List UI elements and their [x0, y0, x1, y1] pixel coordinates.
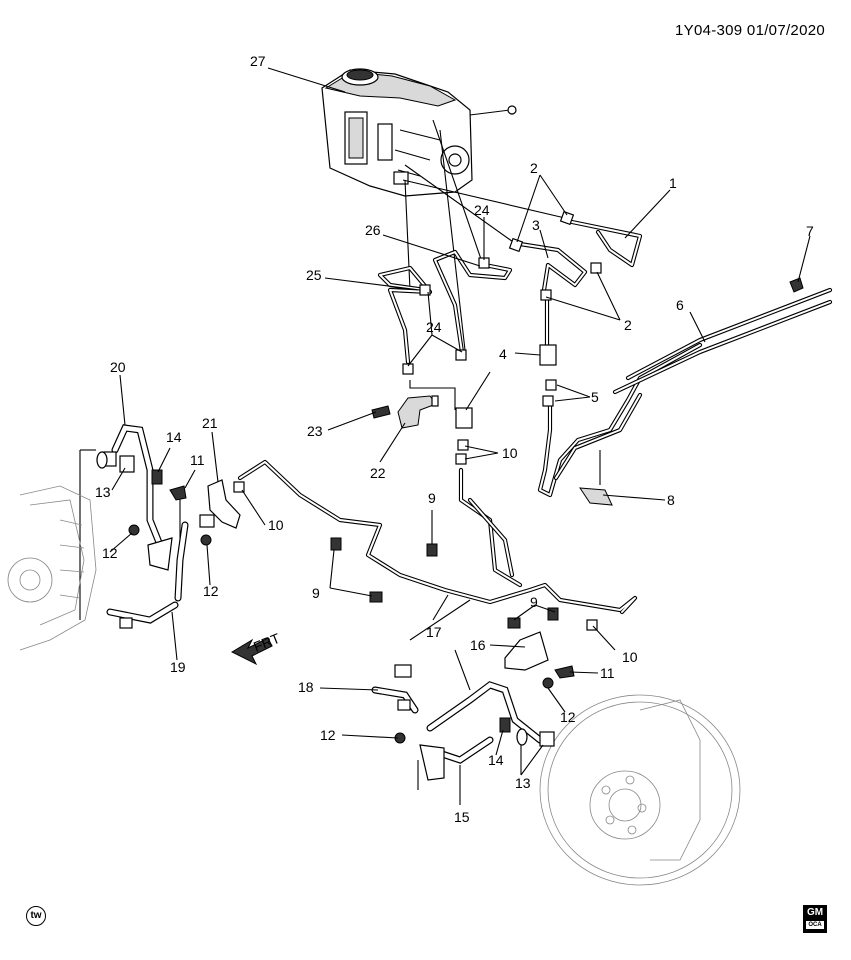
- clip-11[interactable]: [169, 485, 187, 501]
- callout-14: 14: [488, 752, 504, 768]
- callout-8: 8: [667, 492, 675, 508]
- gm-logo: GM OCA: [803, 905, 827, 933]
- bracket-16[interactable]: [504, 631, 549, 671]
- callout-5: 5: [591, 389, 599, 405]
- tw-badge: tw: [26, 906, 46, 926]
- front-direction-arrow: FRT: [230, 630, 283, 666]
- bolt-14[interactable]: [151, 469, 163, 485]
- callout-12: 12: [560, 709, 576, 725]
- callout-11: 11: [600, 665, 615, 681]
- junction-block-center[interactable]: [455, 407, 473, 465]
- brake-pipe-26[interactable]: [432, 249, 513, 355]
- callout-25: 25: [306, 267, 322, 283]
- brake-hose-20[interactable]: [103, 424, 173, 571]
- washer-13-front[interactable]: [516, 728, 528, 746]
- brake-pipe-3[interactable]: [517, 241, 588, 293]
- callout-13: 13: [95, 484, 111, 500]
- callout-10: 10: [268, 517, 284, 533]
- callout-1: 1: [669, 175, 677, 191]
- clip-11-front[interactable]: [554, 665, 575, 679]
- callout-3: 3: [532, 217, 540, 233]
- callout-7: 7: [806, 223, 814, 239]
- frt-label: FRT: [251, 630, 282, 655]
- callout-15: 15: [454, 809, 470, 825]
- junction-block-4[interactable]: [539, 344, 557, 407]
- callout-14: 14: [166, 429, 182, 445]
- callout-9: 9: [428, 490, 436, 506]
- pipe-clip-7[interactable]: [789, 277, 804, 293]
- rear-caliper: [7, 485, 97, 651]
- brake-pipe-1[interactable]: [569, 219, 643, 268]
- callout-26: 26: [365, 222, 381, 238]
- pipe-clip-9[interactable]: [330, 537, 559, 629]
- callout-numbers: 27 1 2 3 2 7 6 24 26 25 24 4 5 10 8 23 2…: [95, 53, 814, 825]
- diagram-code: 1Y04-309 01/07/2020: [675, 22, 825, 39]
- callout-22: 22: [370, 465, 386, 481]
- callout-10: 10: [622, 649, 638, 665]
- callout-23: 23: [307, 423, 323, 439]
- callout-20: 20: [110, 359, 126, 375]
- brake-hose-19[interactable]: [106, 514, 215, 629]
- callout-19: 19: [170, 659, 186, 675]
- leader-lines: [109, 67, 811, 805]
- bracket-21[interactable]: [207, 479, 241, 529]
- gm-logo-text: GM: [806, 907, 824, 918]
- brake-hose-18[interactable]: [371, 664, 419, 714]
- brake-pipe-6[interactable]: [553, 287, 833, 481]
- callout-4: 4: [499, 346, 507, 362]
- brake-pipe-17[interactable]: [237, 459, 638, 615]
- callout-21: 21: [202, 415, 218, 431]
- callout-2: 2: [530, 160, 538, 176]
- washer-13[interactable]: [96, 451, 108, 469]
- brake-pipe-25[interactable]: [377, 265, 433, 365]
- bolt-12-front[interactable]: [394, 677, 554, 744]
- callout-9: 9: [530, 594, 538, 610]
- brake-pipe-center[interactable]: [458, 467, 523, 588]
- callout-11: 11: [190, 452, 205, 468]
- front-brake-rotor: [539, 694, 741, 886]
- pipe-retainer-8[interactable]: [579, 487, 613, 506]
- callout-17: 17: [426, 624, 442, 640]
- gm-logo-sub: OCA: [806, 921, 824, 929]
- callout-13: 13: [515, 775, 531, 791]
- fitting-10[interactable]: [233, 481, 598, 631]
- callout-27: 27: [250, 53, 266, 69]
- brake-pipe-vertical-right[interactable]: [537, 297, 703, 498]
- callout-10: 10: [502, 445, 518, 461]
- bolt-12[interactable]: [128, 524, 212, 546]
- fitting-24[interactable]: [402, 257, 490, 375]
- brake-hose-15[interactable]: [419, 681, 555, 781]
- bracket-22[interactable]: [397, 395, 439, 429]
- assembly-guide-lines: [79, 119, 601, 790]
- callout-12: 12: [203, 583, 219, 599]
- callout-24: 24: [426, 319, 442, 335]
- bolt-23[interactable]: [371, 405, 391, 419]
- brake-modulator-assembly[interactable]: [321, 68, 517, 197]
- callout-12: 12: [102, 545, 118, 561]
- bolt-14-front[interactable]: [499, 717, 511, 733]
- callout-16: 16: [470, 637, 486, 653]
- callout-6: 6: [676, 297, 684, 313]
- callout-12: 12: [320, 727, 336, 743]
- callout-24: 24: [474, 202, 490, 218]
- callout-18: 18: [298, 679, 314, 695]
- callout-9: 9: [312, 585, 320, 601]
- callout-2: 2: [624, 317, 632, 333]
